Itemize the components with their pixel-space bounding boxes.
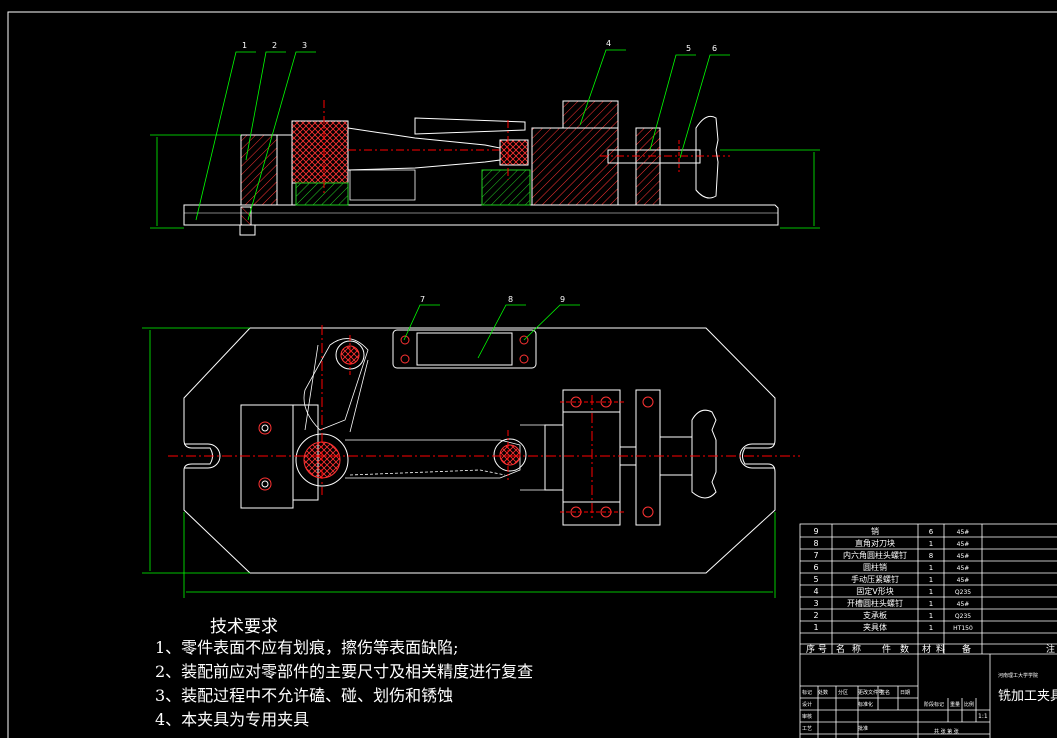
bom-row-name: 圆柱销 bbox=[863, 562, 887, 572]
title-block-label: 签名 bbox=[880, 689, 890, 696]
title-block-label: 设计 bbox=[802, 701, 812, 708]
front-dimensions bbox=[150, 134, 820, 229]
requirement-3: 3、装配过程中不允许磕、碰、划伤和锈蚀 bbox=[155, 686, 454, 705]
title-block-label: 处数 bbox=[818, 689, 828, 696]
requirement-2: 2、装配前应对零部件的主要尺寸及相关精度进行复查 bbox=[155, 662, 534, 681]
bom-row-qty: 8 bbox=[929, 552, 933, 560]
bom-row-qty: 1 bbox=[929, 540, 933, 548]
title-block-label: 批准 bbox=[858, 725, 868, 732]
bom-row-no: 1 bbox=[813, 623, 818, 632]
title-block-org: 河南理工大学学院 bbox=[998, 672, 1038, 679]
base-plate bbox=[183, 204, 779, 226]
clamp-block bbox=[291, 120, 349, 184]
title-block-drawing-title: 铣加工夹具 bbox=[998, 689, 1057, 704]
bom-row-no: 5 bbox=[813, 575, 818, 584]
bom-row-name: 开槽圆柱头螺钉 bbox=[847, 598, 903, 608]
title-block-label: 工艺 bbox=[802, 726, 812, 732]
bom-row-qty: 1 bbox=[929, 624, 933, 632]
bom-row-no: 9 bbox=[813, 527, 818, 536]
bom-row-name: 内六角圆柱头螺钉 bbox=[843, 550, 907, 560]
requirement-4: 4、本夹具为专用夹具 bbox=[155, 710, 310, 729]
bom-row-name: 手动压紧螺钉 bbox=[851, 574, 899, 584]
title-block-label: 标准化 bbox=[858, 701, 873, 708]
title-block-label: 审核 bbox=[802, 713, 812, 720]
bom-header-cell: 名 bbox=[836, 643, 845, 655]
bom-header-cell: 材 bbox=[922, 643, 931, 655]
bom-row-name: 销 bbox=[871, 526, 879, 536]
knob-front bbox=[695, 115, 719, 199]
callout-8: 8 bbox=[508, 295, 513, 304]
bom-row-material: 45# bbox=[957, 601, 970, 608]
requirement-1: 1、零件表面不应有划痕，擦伤等表面缺陷; bbox=[155, 638, 459, 657]
bom-row-no: 7 bbox=[813, 551, 818, 560]
fixture-body-outline bbox=[183, 327, 776, 574]
bom-row-no: 6 bbox=[813, 563, 818, 572]
bom-row-no: 3 bbox=[813, 599, 818, 608]
callout-1: 1 bbox=[242, 41, 247, 50]
requirements-title: 技术要求 bbox=[210, 617, 278, 637]
bom-row-material: 45# bbox=[957, 529, 970, 536]
callout-7: 7 bbox=[420, 295, 425, 304]
bom-header-cell: 序 号 bbox=[806, 643, 827, 655]
bom-row-qty: 1 bbox=[929, 564, 933, 572]
drawing-frame bbox=[7, 11, 1057, 738]
bom-row-no: 8 bbox=[813, 539, 818, 548]
title-block-label: 比例 bbox=[964, 701, 974, 708]
bom-row-qty: 6 bbox=[929, 528, 934, 536]
callout-3: 3 bbox=[302, 41, 307, 50]
title-block-label: 更改文件号 bbox=[858, 689, 883, 696]
callout-4: 4 bbox=[606, 39, 611, 48]
front-view bbox=[183, 100, 779, 236]
top-dimensions bbox=[142, 327, 776, 598]
bom-header-cell: 数 bbox=[900, 643, 909, 655]
knob-top bbox=[691, 409, 717, 499]
bom-row-material: Q235 bbox=[955, 589, 971, 596]
bom-header-cell: 件 bbox=[882, 643, 891, 655]
bom-header-cell: 料 bbox=[936, 643, 945, 655]
bom-text: 9 销 6 45# 8 直角对刀块 1 45# 7 内六角圆柱头螺钉 8 45# 6 圆柱销 1 45# 5 手动… bbox=[802, 526, 1057, 735]
front-callout-labels: 1 2 3 4 5 6 bbox=[242, 39, 717, 53]
support-plate bbox=[240, 134, 278, 206]
bom-row-material: 45# bbox=[957, 577, 970, 584]
bom-row-material: HT150 bbox=[953, 625, 973, 632]
bom-row-name: 固定V形块 bbox=[856, 586, 893, 596]
bom-header-cell: 称 bbox=[852, 643, 861, 655]
front-leaders bbox=[195, 49, 730, 221]
bom-row-no: 4 bbox=[813, 587, 818, 596]
bom-header-cell: 注 bbox=[1046, 643, 1055, 655]
bom-row-material: 45# bbox=[957, 541, 970, 548]
title-block-label: 阶段标记 bbox=[924, 701, 944, 708]
top-callout-labels: 7 8 9 bbox=[420, 295, 565, 304]
top-leaders bbox=[403, 304, 580, 359]
bom-row-qty: 1 bbox=[929, 588, 933, 596]
callout-9: 9 bbox=[560, 295, 565, 304]
bom-row-material: 45# bbox=[957, 565, 970, 572]
bom-row-name: 支承板 bbox=[863, 610, 887, 620]
fixed-v-block bbox=[531, 127, 619, 206]
top-view bbox=[168, 325, 800, 574]
title-block-label: 分区 bbox=[838, 689, 848, 696]
callout-5: 5 bbox=[686, 44, 691, 53]
callout-6: 6 bbox=[712, 44, 717, 53]
bom-row-qty: 1 bbox=[929, 600, 933, 608]
title-block-label: 重量 bbox=[950, 701, 960, 708]
title-block-scale: 1:1 bbox=[978, 713, 988, 720]
bom-row-name: 直角对刀块 bbox=[855, 538, 895, 548]
bom-header-cell: 备 bbox=[962, 643, 971, 655]
tool-setting-block bbox=[392, 329, 537, 369]
bom-row-material: Q235 bbox=[955, 613, 971, 620]
bom-row-name: 夹具体 bbox=[863, 622, 887, 632]
bom-row-material: 45# bbox=[957, 553, 970, 560]
bom-row-qty: 1 bbox=[929, 612, 933, 620]
bom-row-qty: 1 bbox=[929, 576, 933, 584]
callout-2: 2 bbox=[272, 41, 277, 50]
title-block-label: 标记 bbox=[802, 689, 812, 696]
title-block-label: 共 张 第 张 bbox=[934, 728, 959, 735]
bom-row-no: 2 bbox=[813, 611, 818, 620]
bom-table bbox=[799, 523, 1057, 738]
title-block-label: 日期 bbox=[900, 690, 910, 696]
